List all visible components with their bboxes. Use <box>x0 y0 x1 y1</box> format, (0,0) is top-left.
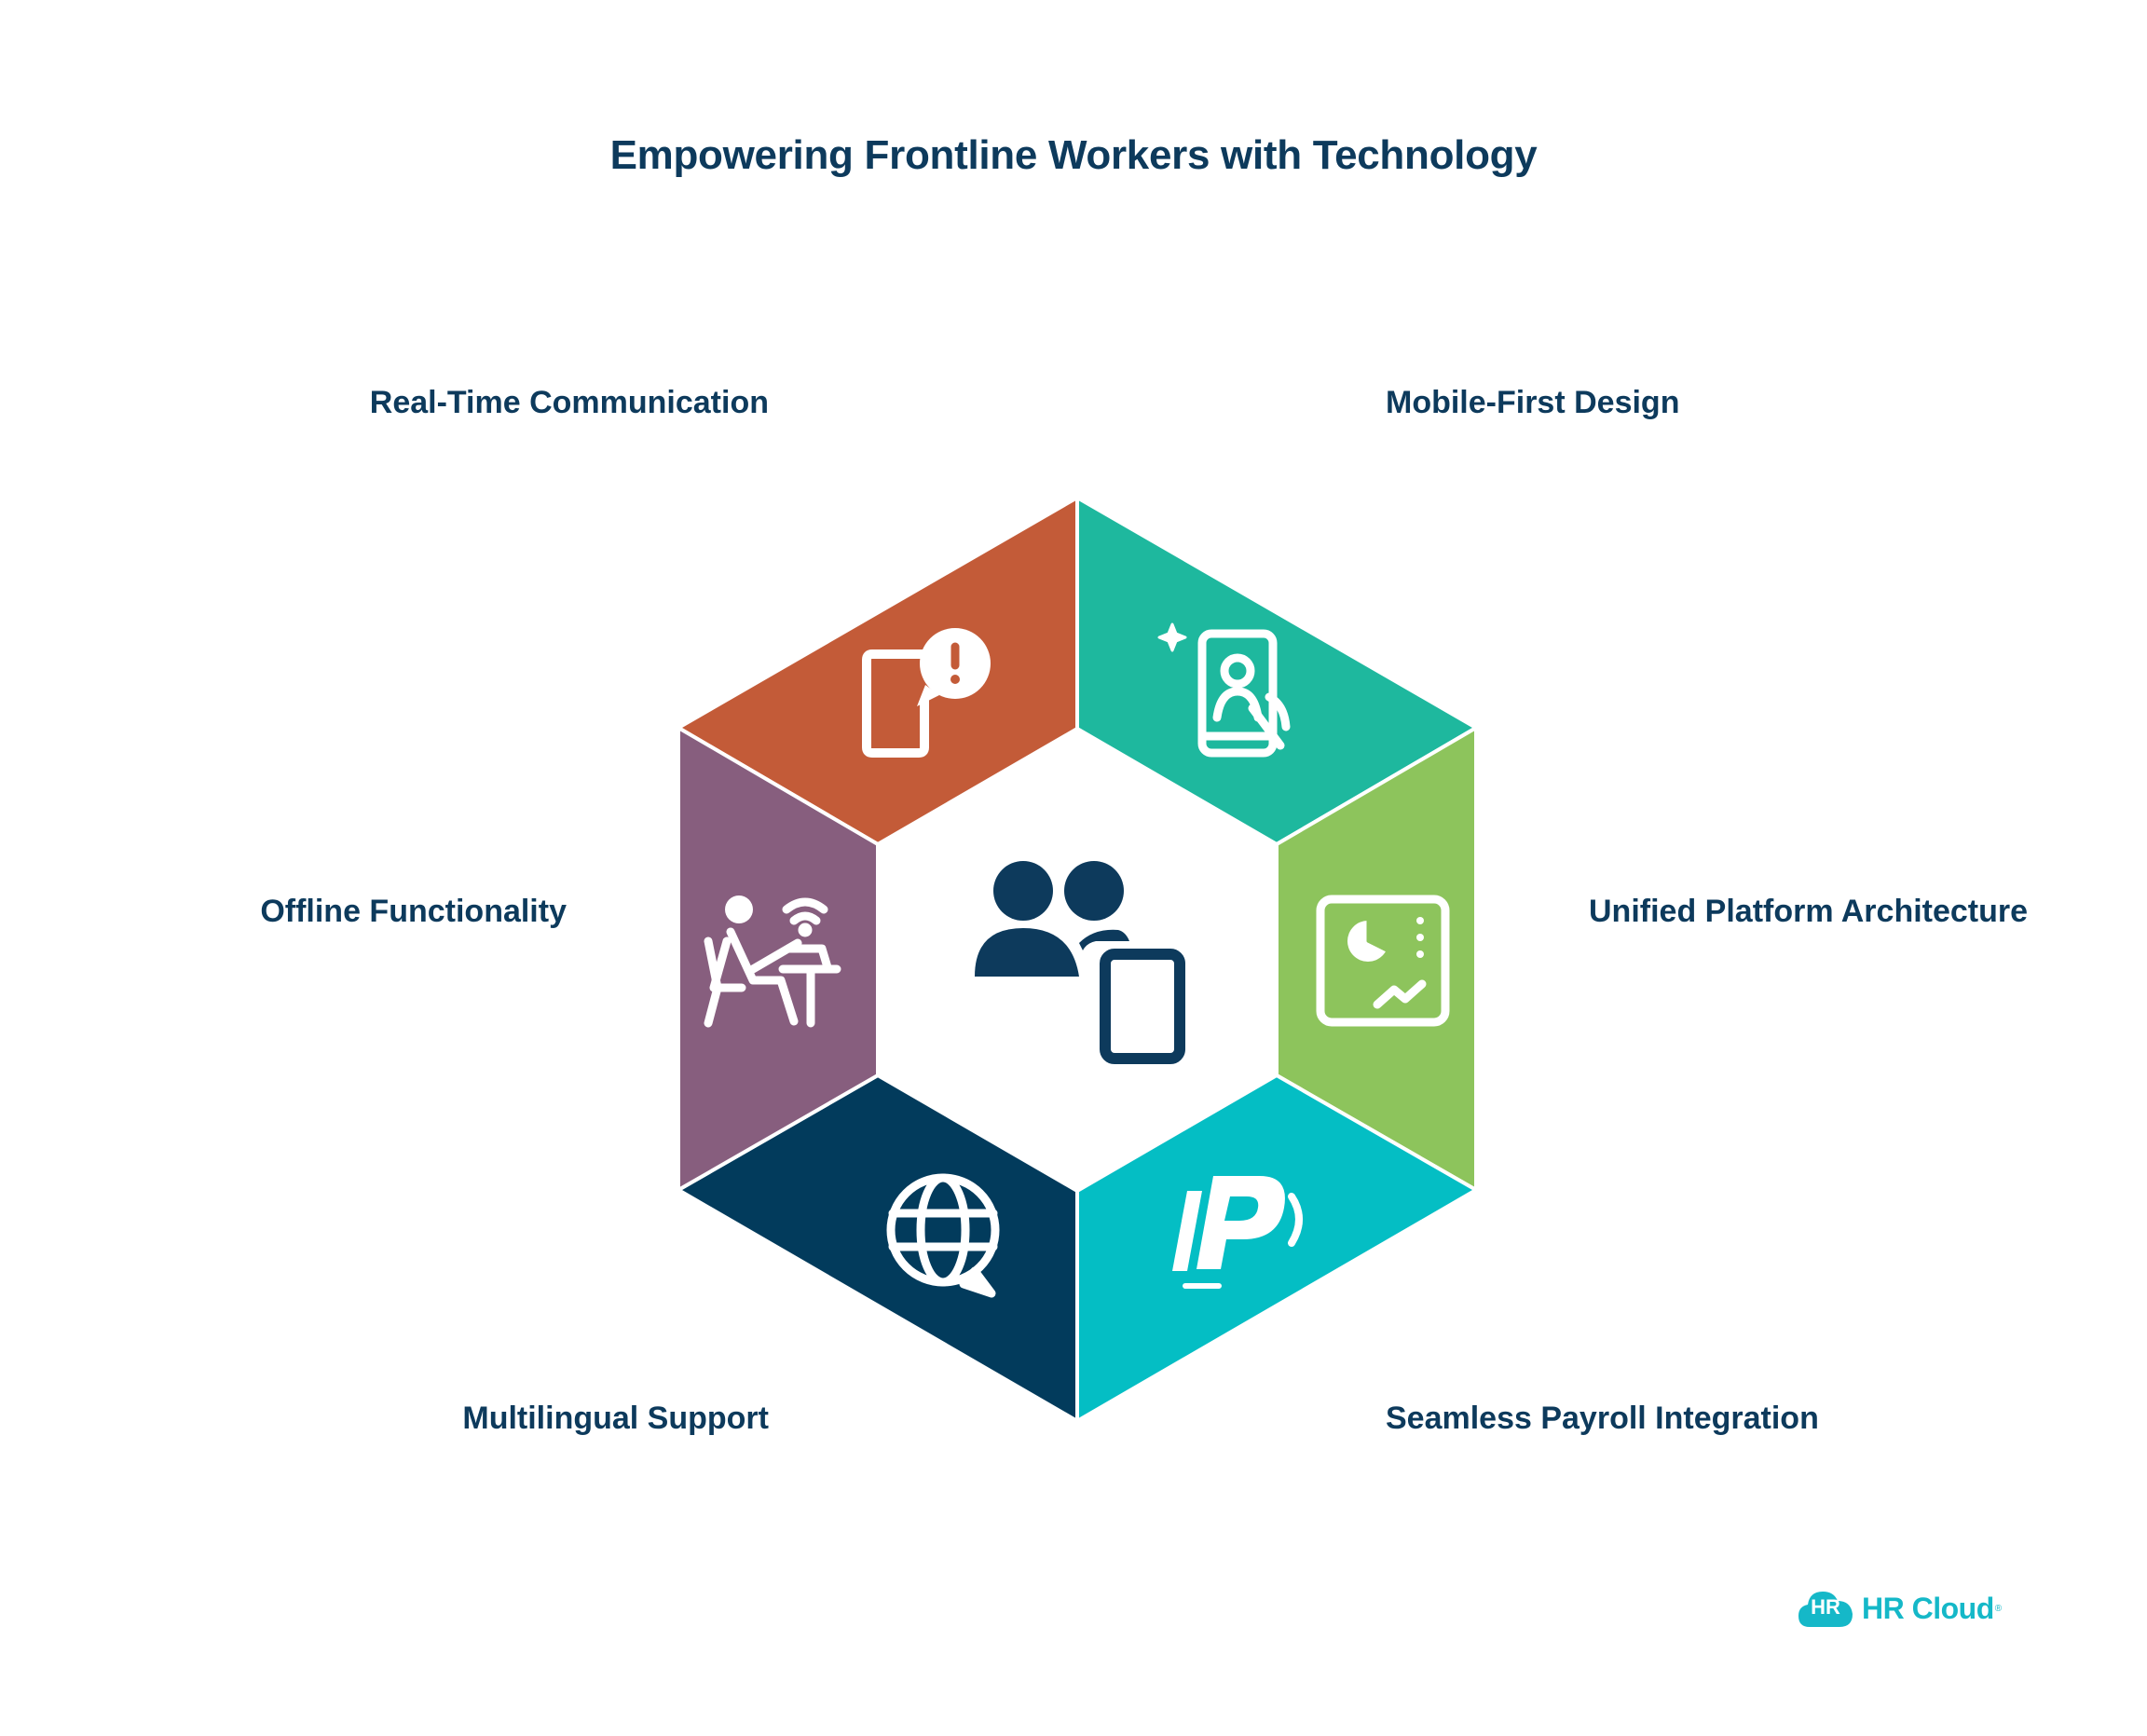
paypal-icon <box>1172 1176 1303 1289</box>
label-real-time-communication: Real-Time Communication <box>369 385 769 420</box>
cloud-icon: HR <box>1797 1584 1854 1633</box>
logo-registered-mark: ® <box>1994 1603 2003 1614</box>
tablet-alert-icon <box>862 628 991 758</box>
dashboard-chart-icon <box>1316 895 1450 1027</box>
globe-chat-icon <box>886 1173 1000 1298</box>
logo-text: HR Cloud <box>1862 1591 1994 1625</box>
logo-badge: HR <box>1811 1595 1840 1619</box>
label-unified-platform-architecture: Unified Platform Architecture <box>1589 894 2029 929</box>
users-mobile-icon <box>975 861 1185 1064</box>
label-multilingual-support: Multilingual Support <box>462 1401 769 1436</box>
label-seamless-payroll-integration: Seamless Payroll Integration <box>1386 1401 1819 1436</box>
page-title: Empowering Frontline Workers with Techno… <box>609 132 1538 178</box>
mobile-profile-icon <box>1157 622 1291 758</box>
hr-cloud-logo: HR HR Cloud ® <box>1797 1580 2002 1636</box>
label-mobile-first-design: Mobile-First Design <box>1386 385 1680 420</box>
center-hexagon <box>878 729 1277 1191</box>
remote-worker-icon <box>704 895 841 1028</box>
label-offline-functionality: Offline Functionality <box>260 894 567 929</box>
